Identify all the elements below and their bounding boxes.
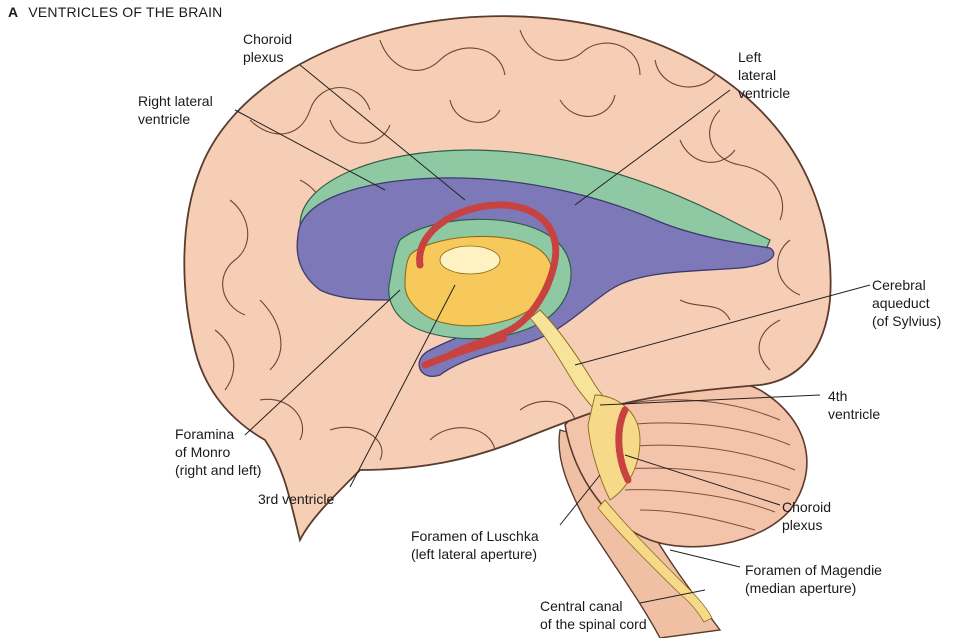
leader-cerebral-aqueduct xyxy=(574,284,871,366)
label-foramen-of-luschka: Foramen of Luschka (left lateral apertur… xyxy=(411,528,539,562)
choroid-plexus-upper xyxy=(416,201,560,359)
leader-magendie xyxy=(669,549,741,568)
leader-choroid-top xyxy=(299,64,466,201)
leader-left-lateral xyxy=(574,89,731,206)
label-left-lateral-ventricle: Left lateral ventricle xyxy=(738,49,791,101)
label-cerebral-aqueduct: Cerebral aqueduct (of Sylvius) xyxy=(872,277,942,329)
leader-right-lateral xyxy=(234,109,386,191)
label-foramen-of-magendie: Foramen of Magendie (median aperture) xyxy=(745,562,882,596)
central-canal-shape xyxy=(597,499,713,623)
leader-monro xyxy=(244,289,401,436)
choroid-plexus-fourth xyxy=(615,406,632,484)
label-choroid-plexus-bottom: Choroid plexus xyxy=(782,499,832,533)
figure-title-text: VENTRICLES OF THE BRAIN xyxy=(28,4,223,20)
leader-central-canal xyxy=(639,589,706,604)
label-central-canal: Central canal of the spinal cord xyxy=(540,598,647,632)
leader-luschka xyxy=(559,474,601,526)
massa-intermedia xyxy=(439,245,501,275)
label-right-lateral-ventricle: Right lateral ventricle xyxy=(138,93,213,127)
choroid-plexus-lower xyxy=(421,334,509,369)
figure-letter: A xyxy=(8,4,19,20)
leader-third xyxy=(349,284,456,488)
leader-choroid-bottom xyxy=(624,454,781,506)
label-fourth-ventricle: 4th ventricle xyxy=(828,388,881,422)
label-foramina-of-monro: Foramina of Monro (right and left) xyxy=(175,426,262,478)
figure-title: A VENTRICLES OF THE BRAIN xyxy=(8,4,222,20)
leader-lines xyxy=(234,64,871,604)
label-choroid-plexus-top: Choroid plexus xyxy=(243,31,293,65)
label-third-ventricle: 3rd ventricle xyxy=(258,491,335,507)
leader-fourth xyxy=(599,394,821,406)
